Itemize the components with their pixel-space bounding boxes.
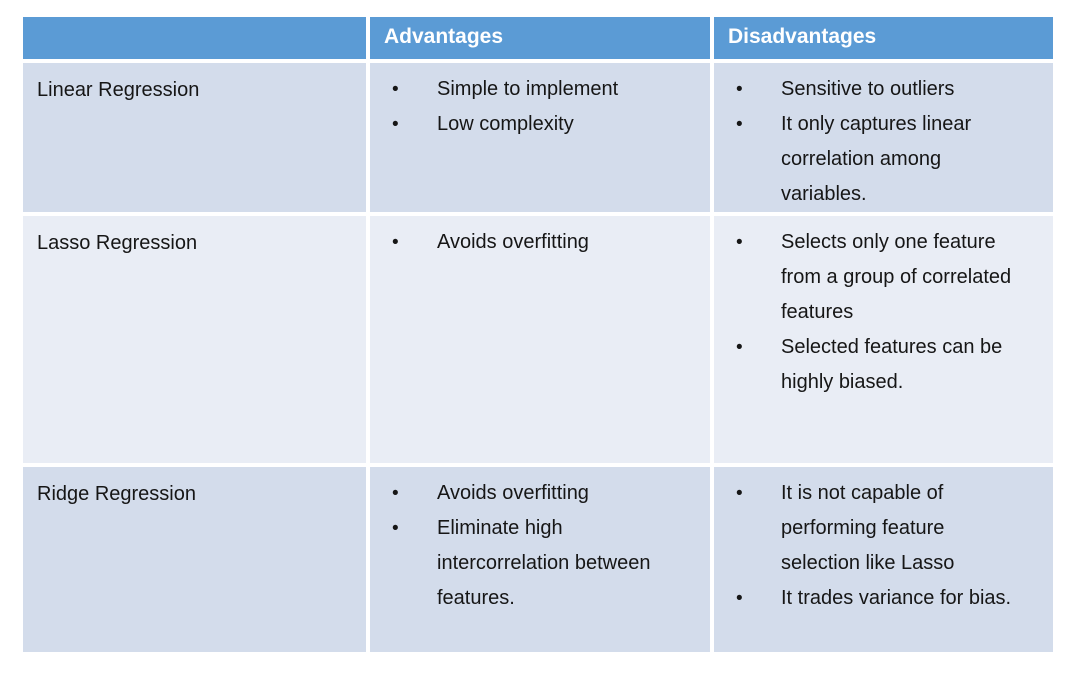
- bullet-icon: •: [392, 518, 399, 539]
- header-cell-advantages: Advantages: [370, 17, 710, 59]
- bullet-icon: •: [736, 79, 743, 100]
- header-cell-disadvantages: Disadvantages: [714, 17, 1053, 59]
- ridge-regression-disadvantages-cell: • It is not capable of performing feature…: [714, 467, 1053, 652]
- bullet-icon: •: [392, 483, 399, 504]
- list-item: • Low complexity: [390, 107, 682, 142]
- row-label-lasso-regression: Lasso Regression: [23, 216, 366, 463]
- bullet-icon: •: [736, 483, 743, 504]
- linear-regression-advantages-cell: • Simple to implement • Low complexity: [370, 63, 710, 212]
- list-item-text: Eliminate high intercorrelation between …: [437, 517, 651, 609]
- list-item: • Selects only one feature from a group o…: [734, 225, 1025, 330]
- list-item-text: Avoids overfitting: [437, 482, 589, 504]
- list-item: • It is not capable of performing feature…: [734, 476, 1025, 581]
- list-item-text: It is not capable of performing feature …: [781, 482, 955, 574]
- list-item: • It trades variance for bias.: [734, 581, 1025, 616]
- bullet-list: • Avoids overfitting • Eliminate high inte…: [390, 476, 682, 616]
- bullet-list: • It is not capable of performing feature…: [734, 476, 1025, 616]
- bullet-icon: •: [736, 588, 743, 609]
- bullet-icon: •: [392, 114, 399, 135]
- bullet-list: • Avoids overfitting: [390, 225, 682, 260]
- list-item-text: Selects only one feature from a group of…: [781, 231, 1012, 323]
- list-item: • Avoids overfitting: [390, 225, 682, 260]
- lasso-regression-advantages-cell: • Avoids overfitting: [370, 216, 710, 463]
- list-item: • Sensitive to outliers: [734, 72, 1025, 107]
- bullet-icon: •: [392, 79, 399, 100]
- list-item: • Simple to implement: [390, 72, 682, 107]
- list-item-text: Selected features can be highly biased.: [781, 336, 1003, 393]
- bullet-icon: •: [736, 337, 743, 358]
- ridge-regression-advantages-cell: • Avoids overfitting • Eliminate high inte…: [370, 467, 710, 652]
- list-item-text: It trades variance for bias.: [781, 587, 1012, 609]
- bullet-icon: •: [392, 232, 399, 253]
- row-label-linear-regression: Linear Regression: [23, 63, 366, 212]
- list-item: • Selected features can be highly biased.: [734, 330, 1025, 400]
- list-item-text: It only captures linear correlation amon…: [781, 113, 972, 205]
- bullet-list: • Sensitive to outliers • It only captures…: [734, 72, 1025, 212]
- comparison-table: Advantages Disadvantages Linear Regressi…: [23, 17, 1053, 652]
- list-item-text: Low complexity: [437, 113, 574, 135]
- row-label-ridge-regression: Ridge Regression: [23, 467, 366, 652]
- list-item-text: Avoids overfitting: [437, 231, 589, 253]
- bullet-list: • Selects only one feature from a group o…: [734, 225, 1025, 400]
- list-item-text: Sensitive to outliers: [781, 78, 955, 100]
- lasso-regression-disadvantages-cell: • Selects only one feature from a group o…: [714, 216, 1053, 463]
- bullet-icon: •: [736, 232, 743, 253]
- list-item: • Avoids overfitting: [390, 476, 682, 511]
- list-item: • It only captures linear correlation amo…: [734, 107, 1025, 212]
- bullet-list: • Simple to implement • Low complexity: [390, 72, 682, 142]
- header-cell-method: [23, 17, 366, 59]
- bullet-icon: •: [736, 114, 743, 135]
- linear-regression-disadvantages-cell: • Sensitive to outliers • It only captures…: [714, 63, 1053, 212]
- list-item: • Eliminate high intercorrelation between…: [390, 511, 682, 616]
- list-item-text: Simple to implement: [437, 78, 619, 100]
